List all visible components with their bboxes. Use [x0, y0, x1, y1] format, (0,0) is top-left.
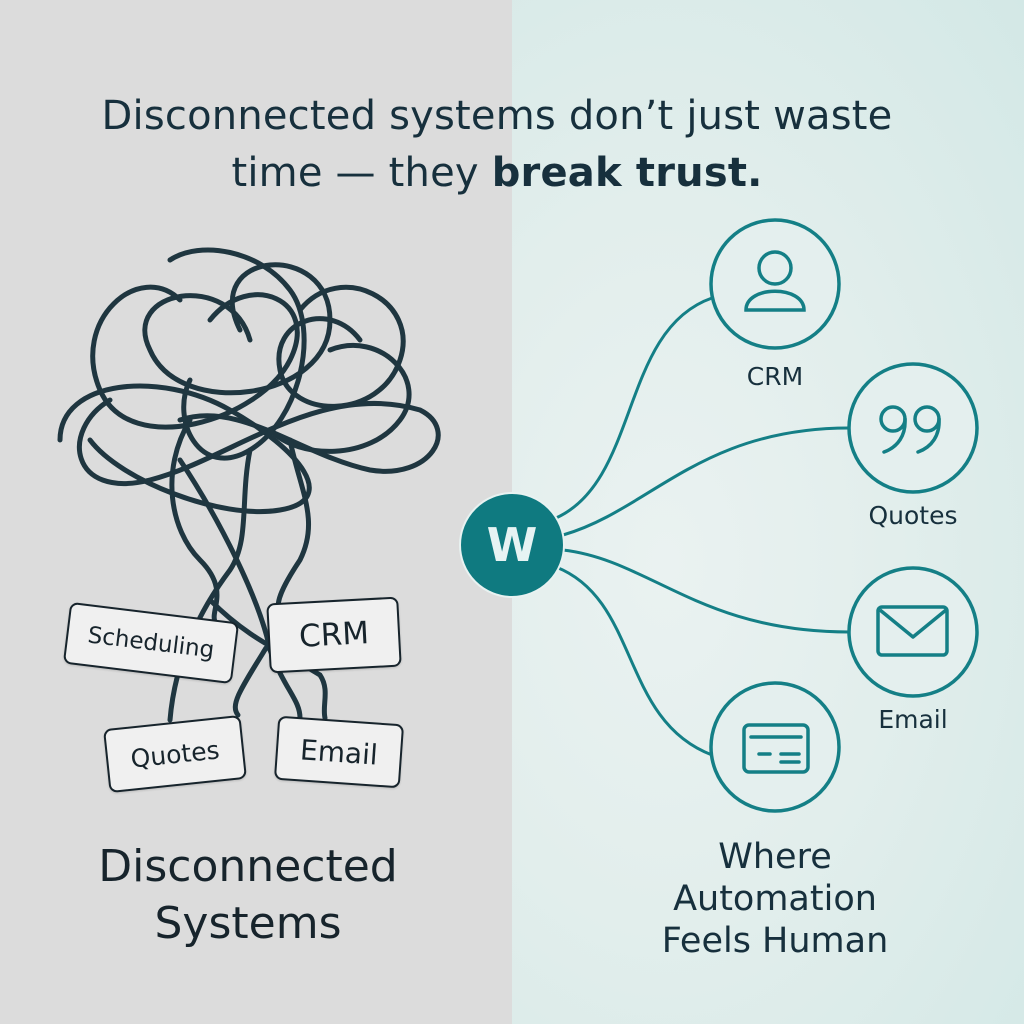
- connector-quotes: [562, 426, 850, 537]
- tag-label: CRM: [298, 615, 370, 655]
- cable-loop: [267, 342, 412, 454]
- right-caption-line-2: Automation: [673, 879, 877, 919]
- headline-line-2-strong: break trust.: [491, 150, 763, 196]
- right-caption: Where Automation Feels Human: [615, 836, 935, 962]
- cable-strand: [177, 457, 303, 721]
- headline-line-1: Disconnected systems don’t just waste: [101, 93, 893, 139]
- cable-strand: [169, 417, 220, 625]
- tag-label: Email: [299, 732, 379, 772]
- left-caption-line-1: Disconnected: [98, 841, 398, 892]
- left-caption-line-2: Systems: [154, 898, 342, 949]
- node-circle-quotes: [847, 362, 979, 494]
- cable-strand: [232, 645, 269, 718]
- quote-icon: [879, 405, 941, 454]
- cable-loop: [57, 383, 312, 514]
- headline-line-2: time — they break trust.: [0, 145, 994, 202]
- tag-label: Quotes: [129, 734, 221, 774]
- connector-card: [555, 565, 713, 757]
- envelope-icon: [876, 605, 949, 657]
- node-circle-card: [709, 681, 841, 813]
- tag-crm: CRM: [266, 596, 402, 674]
- tag-label: Scheduling: [86, 622, 216, 664]
- right-panel-background: [512, 0, 1024, 1024]
- right-caption-line-1: Where: [718, 837, 832, 877]
- headline: Disconnected systems don’t just waste ti…: [0, 88, 994, 202]
- connector-email: [562, 548, 850, 634]
- connector-lines: [555, 296, 850, 757]
- user-icon: [744, 250, 806, 312]
- right-caption-line-3: Feels Human: [661, 921, 889, 961]
- tag-email: Email: [273, 715, 405, 789]
- node-label-email: Email: [878, 705, 948, 734]
- tangled-cables-icon: [57, 247, 441, 723]
- node-label-crm: CRM: [746, 362, 804, 391]
- connector-crm: [555, 296, 713, 520]
- brand-logo-icon: W: [486, 518, 538, 572]
- node-circle-email: [847, 566, 979, 698]
- headline-line-2-regular: time — they: [231, 150, 492, 196]
- cable-loop: [167, 247, 307, 461]
- node-label-quotes: Quotes: [868, 501, 958, 530]
- cable-strand: [275, 437, 312, 615]
- payment-card-icon: [742, 723, 810, 774]
- hub-circle: [459, 492, 565, 598]
- left-caption: Disconnected Systems: [48, 838, 448, 952]
- cable-loop: [90, 284, 300, 430]
